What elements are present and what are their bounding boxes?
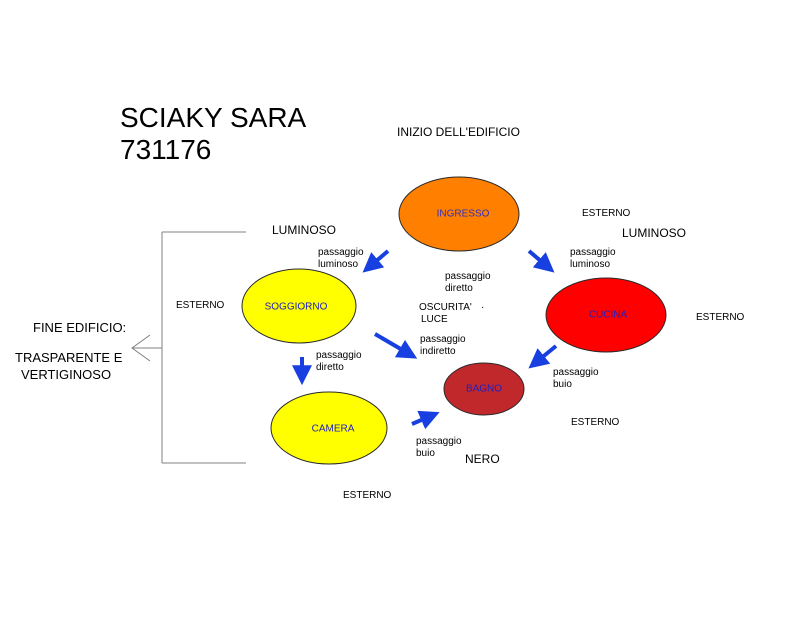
edge-label-line: buio	[416, 447, 435, 459]
arrow-ingresso-soggiorno	[362, 249, 390, 273]
edge-label-camera-bagno: passaggio buio	[416, 436, 462, 459]
oscurita-line1: OSCURITA'	[419, 302, 472, 313]
node-soggiorno	[241, 268, 357, 344]
arrow-ingresso-cucina	[527, 249, 555, 273]
edge-label-line: passaggio	[316, 350, 362, 361]
end-line3: VERTIGINOSO	[21, 367, 112, 382]
ingresso-label: INGRESSO	[436, 208, 490, 220]
edge-label-line: indiretto	[420, 345, 456, 357]
soggiorno-label: SOGGIORNO	[264, 301, 328, 313]
edge-label-line: diretto	[445, 282, 473, 294]
edge-label-soggiorno-bagno: passaggio indiretto	[420, 334, 466, 357]
luminoso-left: LUMINOSO	[272, 223, 337, 237]
node-bagno	[443, 362, 525, 416]
esterno-bottom: ESTERNO	[343, 490, 392, 501]
esterno-right: ESTERNO	[696, 312, 745, 323]
author-name: SCIAKY SARA	[120, 102, 307, 133]
oscurita-luce-label: OSCURITA' LUCE	[419, 302, 472, 325]
end-line2: TRASPARENTE E	[15, 350, 123, 365]
edge-label-ingresso-bagno: passaggio diretto	[445, 271, 491, 294]
oscurita-line2: LUCE	[421, 313, 448, 325]
camera-label: CAMERA	[311, 423, 355, 435]
esterno-mid-right: ESTERNO	[571, 417, 620, 428]
bracket	[131, 231, 246, 464]
bagno-label: BAGNO	[465, 383, 503, 395]
end-title: FINE EDIFICIO:	[33, 320, 127, 335]
edge-label-line: passaggio	[416, 436, 462, 447]
edge-label-line: passaggio	[570, 247, 616, 258]
edge-label-ingresso-soggiorno: passaggio luminoso	[318, 247, 364, 270]
node-cucina	[545, 277, 667, 353]
node-ingresso	[398, 176, 520, 252]
edge-label-ingresso-cucina: passaggio luminoso	[570, 247, 616, 270]
edge-label-soggiorno-camera: passaggio diretto	[316, 350, 362, 373]
luminoso-right: LUMINOSO	[622, 226, 687, 240]
arrow-camera-bagno	[411, 410, 440, 430]
nero-label: NERO	[465, 452, 500, 466]
edge-label-cucina-bagno: passaggio buio	[553, 367, 599, 390]
edge-label-line: luminoso	[570, 258, 611, 270]
edge-label-line: passaggio	[420, 334, 466, 345]
cucina-label: CUCINA	[588, 309, 628, 321]
node-camera	[270, 391, 388, 465]
edge-label-line: diretto	[316, 361, 344, 373]
esterno-left: ESTERNO	[176, 300, 225, 311]
arrow-cucina-bagno	[528, 344, 558, 369]
start-label: INIZIO DELL'EDIFICIO	[397, 125, 520, 139]
esterno-top: ESTERNO	[582, 208, 631, 219]
edge-label-line: passaggio	[553, 367, 599, 378]
oscurita-dot: ·	[481, 302, 485, 313]
edge-label-line: buio	[553, 378, 572, 390]
edge-label-line: luminoso	[318, 258, 359, 270]
edge-label-line: passaggio	[445, 271, 491, 282]
edge-label-line: passaggio	[318, 247, 364, 258]
arrow-soggiorno-bagno	[373, 332, 418, 359]
author-id: 731176	[120, 134, 212, 165]
